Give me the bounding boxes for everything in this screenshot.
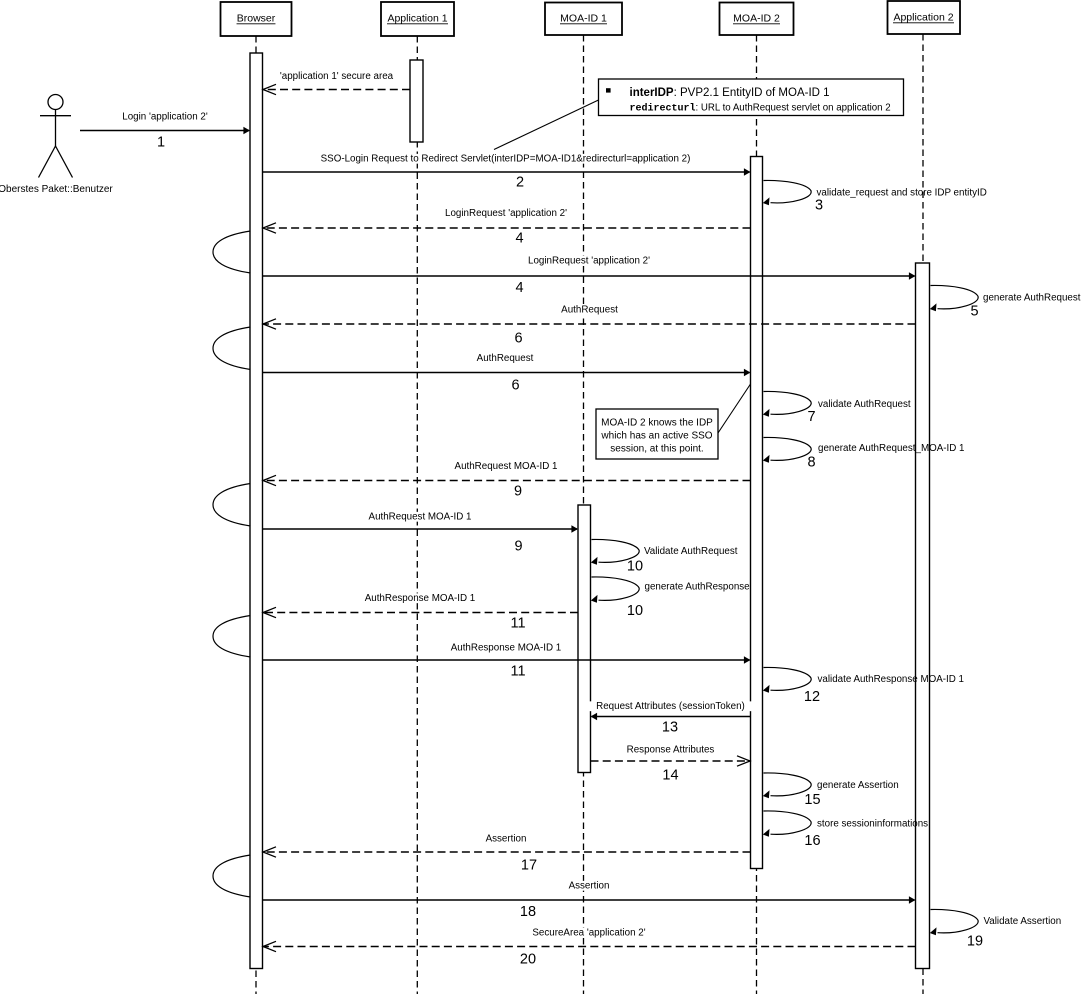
svg-text:17: 17 (521, 858, 537, 874)
svg-text:Response Attributes: Response Attributes (627, 745, 715, 756)
svg-text:generate Assertion: generate Assertion (817, 780, 899, 791)
svg-text:AuthResponse MOA-ID 1: AuthResponse MOA-ID 1 (365, 593, 476, 604)
svg-text:Application 1: Application 1 (387, 13, 447, 25)
svg-text:2: 2 (516, 175, 524, 191)
svg-text:LoginRequest 'application 2': LoginRequest 'application 2' (528, 256, 650, 267)
svg-text:10: 10 (627, 559, 643, 575)
svg-text:AuthRequest: AuthRequest (477, 353, 534, 364)
svg-text:SSO-Login Request to Redirect: SSO-Login Request to Redirect Servlet(in… (321, 154, 691, 165)
svg-text:20: 20 (520, 952, 536, 968)
svg-text:4: 4 (515, 231, 523, 247)
svg-text:Validate Assertion: Validate Assertion (984, 916, 1062, 927)
svg-text:AuthRequest MOA-ID 1: AuthRequest MOA-ID 1 (369, 512, 472, 523)
svg-text:Assertion: Assertion (569, 881, 610, 892)
svg-text:Validate AuthRequest: Validate AuthRequest (644, 546, 738, 557)
svg-text:LoginRequest 'application 2': LoginRequest 'application 2' (445, 208, 567, 219)
svg-text:5: 5 (970, 304, 978, 320)
svg-text:8: 8 (807, 455, 815, 471)
svg-text:MOA-ID 2: MOA-ID 2 (733, 13, 780, 25)
svg-text:validate_request and store IDP: validate_request and store IDP entityID (817, 188, 987, 199)
svg-text:validate AuthRequest: validate AuthRequest (818, 399, 911, 410)
svg-text:11: 11 (510, 664, 525, 680)
svg-text:generate AuthRequest: generate AuthRequest (983, 293, 1081, 304)
svg-text:6: 6 (514, 331, 522, 347)
svg-text:Browser: Browser (237, 13, 276, 25)
svg-text:session, at this point.: session, at this point. (610, 444, 703, 455)
svg-text:Login 'application 2': Login 'application 2' (122, 112, 208, 123)
svg-text:11: 11 (510, 616, 525, 632)
svg-text:18: 18 (520, 904, 536, 920)
svg-text:3: 3 (815, 198, 823, 214)
svg-text:9: 9 (514, 484, 522, 500)
svg-text:9: 9 (514, 539, 522, 555)
svg-text:4: 4 (515, 280, 523, 296)
svg-text:generate AuthRequest_MOA-ID 1: generate AuthRequest_MOA-ID 1 (818, 443, 965, 454)
svg-text:AuthRequest MOA-ID 1: AuthRequest MOA-ID 1 (455, 461, 558, 472)
svg-text:12: 12 (804, 689, 820, 705)
svg-text:Request Attributes (sessionTok: Request Attributes (sessionToken) (596, 701, 745, 712)
svg-text:Oberstes Paket::Benutzer: Oberstes Paket::Benutzer (0, 184, 113, 195)
svg-text:store sessioninformations: store sessioninformations (817, 819, 928, 830)
svg-text:'application 1' secure area: 'application 1' secure area (280, 71, 394, 82)
svg-text:1: 1 (157, 135, 165, 151)
svg-text:interIDP: PVP2.1 EntityID of M: interIDP: PVP2.1 EntityID of MOA-ID 1 (630, 87, 830, 99)
svg-text:Assertion: Assertion (486, 834, 527, 845)
svg-text:16: 16 (804, 833, 820, 849)
svg-text:7: 7 (807, 409, 815, 425)
svg-text:AuthResponse MOA-ID 1: AuthResponse MOA-ID 1 (451, 643, 562, 654)
svg-text:AuthRequest: AuthRequest (561, 305, 618, 316)
svg-text:redirecturl: URL to AuthReques: redirecturl: URL to AuthRequest servlet … (630, 103, 891, 115)
svg-text:generate AuthResponse: generate AuthResponse (645, 582, 751, 593)
svg-text:Application 2: Application 2 (893, 12, 953, 24)
svg-text:MOA-ID 2 knows the IDP: MOA-ID 2 knows the IDP (601, 418, 713, 429)
svg-text:SecureArea 'application 2': SecureArea 'application 2' (532, 928, 645, 939)
svg-text:14: 14 (662, 768, 678, 784)
svg-text:19: 19 (967, 934, 983, 950)
svg-text:10: 10 (627, 603, 643, 619)
svg-text:13: 13 (662, 720, 678, 736)
svg-text:validate AuthResponse MOA-ID 1: validate AuthResponse MOA-ID 1 (818, 674, 964, 685)
svg-text:6: 6 (511, 378, 519, 394)
svg-text:which has an active SSO: which has an active SSO (600, 431, 712, 442)
svg-text:15: 15 (804, 792, 820, 808)
svg-text:MOA-ID 1: MOA-ID 1 (560, 13, 607, 25)
